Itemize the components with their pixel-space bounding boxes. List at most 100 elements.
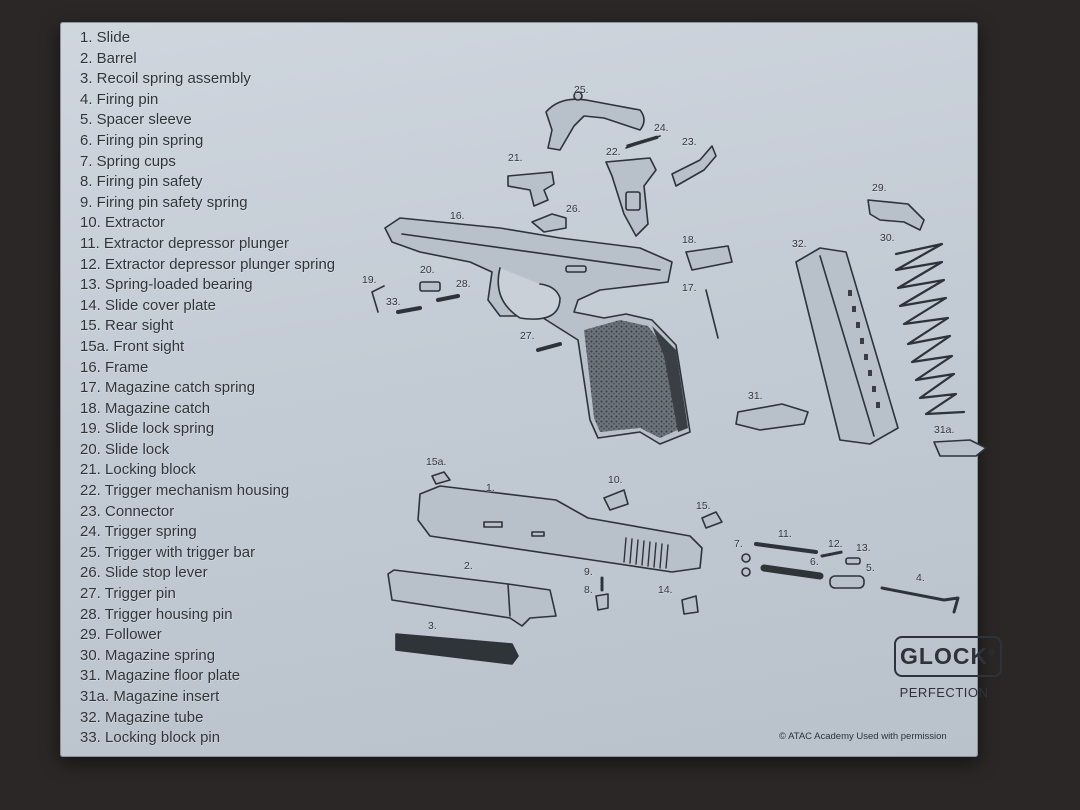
legend-item: 3. Recoil spring assembly xyxy=(80,70,251,88)
callout-label: 3. xyxy=(428,620,437,632)
callout-label: 23. xyxy=(682,136,697,148)
callout-label: 30. xyxy=(880,232,895,244)
callout-label: 27. xyxy=(520,330,535,342)
credit-line: © ATAC Academy Used with permission xyxy=(779,731,947,742)
legend-item: 30. Magazine spring xyxy=(80,646,216,664)
slide-part xyxy=(417,485,703,573)
recoil-spring-part xyxy=(395,633,519,665)
magazine-tube-witness-holes xyxy=(848,290,880,408)
spring-cup-part xyxy=(741,567,751,577)
callout-label: 28. xyxy=(456,278,471,290)
slide-lock-spring-part xyxy=(371,285,385,313)
legend-item: 19. Slide lock spring xyxy=(80,420,215,438)
spring-cup-part xyxy=(741,553,751,563)
legend-item: 2. Barrel xyxy=(80,49,137,67)
legend-item: 33. Locking block pin xyxy=(80,729,221,747)
diagram-plate xyxy=(60,22,978,757)
plunger-spring-part xyxy=(820,550,844,558)
slide-port xyxy=(531,531,545,537)
legend-item: 7. Spring cups xyxy=(80,152,176,170)
callout-label: 22. xyxy=(606,146,621,158)
callout-label: 14. xyxy=(658,584,673,596)
magazine-spring-part xyxy=(894,242,966,416)
callout-label: 18. xyxy=(682,234,697,246)
legend-item: 18. Magazine catch xyxy=(80,399,211,417)
barrel-part xyxy=(387,569,557,627)
parts-legend: 1. Slide 2. Barrel 3. Recoil spring asse… xyxy=(80,28,335,749)
callout-label: 20. xyxy=(420,264,435,276)
barrel-hood-line xyxy=(507,583,511,617)
callout-label: 4. xyxy=(916,572,925,584)
callout-label: 31. xyxy=(748,390,763,402)
bearing-part xyxy=(845,557,861,565)
trigger-bar-part xyxy=(545,98,645,151)
legend-item: 13. Spring-loaded bearing xyxy=(80,276,253,294)
legend-item: 22. Trigger mechanism housing xyxy=(80,482,290,500)
callout-label: 9. xyxy=(584,566,593,578)
legend-item: 31a. Magazine insert xyxy=(80,688,220,705)
callout-label: 5. xyxy=(866,562,875,574)
legend-item: 15. Rear sight xyxy=(80,317,174,335)
slide-lock-part xyxy=(419,281,441,292)
callout-label: 31a. xyxy=(934,424,955,436)
callout-label: 13. xyxy=(856,542,871,554)
legend-item: 1. Slide xyxy=(80,29,131,46)
frame-backstrap xyxy=(652,326,688,432)
legend-item: 10. Extractor xyxy=(80,214,166,232)
trigger-guard xyxy=(497,267,561,320)
firing-pin-spring-part xyxy=(760,564,824,580)
callout-label: 6. xyxy=(810,556,819,568)
legend-item: 24. Trigger spring xyxy=(80,523,197,541)
legend-item: 25. Trigger with trigger bar xyxy=(80,543,256,561)
callout-label: 12. xyxy=(828,538,843,550)
legend-item: 14. Slide cover plate xyxy=(80,296,216,314)
callout-label: 26. xyxy=(566,203,581,215)
trigger-pin-part xyxy=(536,342,562,352)
callout-label: 25. xyxy=(574,84,589,96)
trigger-bar-detail xyxy=(573,91,583,101)
legend-item: 11. Extractor depressor plunger xyxy=(80,234,289,252)
legend-item: 29. Follower xyxy=(80,626,162,644)
magazine-insert-part xyxy=(933,439,987,457)
connector-part xyxy=(671,145,717,187)
firing-pin-part xyxy=(880,586,960,614)
legend-item: 23. Connector xyxy=(80,502,175,520)
frame-grip-texture xyxy=(584,320,682,438)
frame-window xyxy=(565,265,587,273)
trigger-spring-part xyxy=(626,135,660,148)
cover-plate-part xyxy=(681,595,699,615)
legend-item: 9. Firing pin safety spring xyxy=(80,193,248,211)
callout-label: 2. xyxy=(464,560,473,572)
legend-item: 27. Trigger pin xyxy=(80,585,176,603)
legend-item: 17. Magazine catch spring xyxy=(80,379,256,397)
legend-item: 8. Firing pin safety xyxy=(80,173,203,191)
legend-item: 28. Trigger housing pin xyxy=(80,605,233,623)
depressor-plunger-part xyxy=(754,542,818,554)
legend-item: 6. Firing pin spring xyxy=(80,131,204,149)
trigger-housing-detail xyxy=(625,191,641,211)
legend-item: 20. Slide lock xyxy=(80,440,170,458)
registered-mark: ® xyxy=(988,647,996,658)
rear-sight-part xyxy=(701,511,723,529)
callout-label: 16. xyxy=(450,210,465,222)
legend-item: 26. Slide stop lever xyxy=(80,564,208,582)
callout-label: 10. xyxy=(608,474,623,486)
magazine-catch-spring-part xyxy=(705,289,719,339)
front-sight-part xyxy=(431,471,451,485)
slide-port xyxy=(483,521,503,528)
legend-item: 16. Frame xyxy=(80,358,149,376)
callout-label: 7. xyxy=(734,538,743,550)
callout-label: 19. xyxy=(362,274,377,286)
firing-pin-safety-part xyxy=(595,593,609,611)
callout-label: 11. xyxy=(778,528,792,540)
callout-label: 32. xyxy=(792,238,807,250)
locking-block-pin-part xyxy=(396,306,422,314)
glock-logo: GLOCK® xyxy=(894,636,1002,677)
legend-item: 31. Magazine floor plate xyxy=(80,667,241,685)
legend-item: 5. Spacer sleeve xyxy=(80,111,192,129)
legend-item: 21. Locking block xyxy=(80,461,196,479)
callout-label: 29. xyxy=(872,182,887,194)
magazine-tube-edge xyxy=(819,255,875,437)
spacer-sleeve-part xyxy=(829,575,865,589)
legend-item: 4. Firing pin xyxy=(80,90,159,108)
